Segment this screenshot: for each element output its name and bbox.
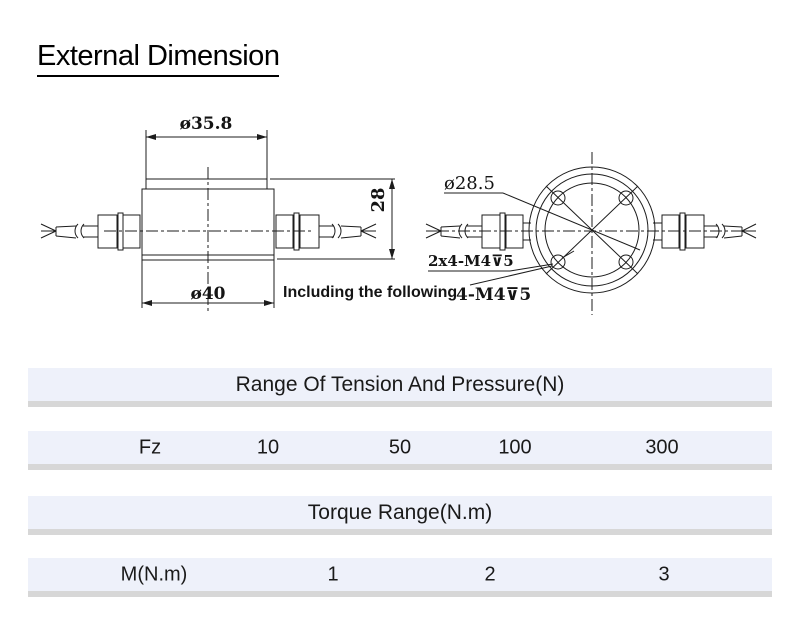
right-connector [275,212,377,251]
bolt-hole [618,190,634,206]
table-cell: 300 [645,436,679,458]
table-cell: Fz [138,436,162,458]
table-cell: 100 [498,436,532,458]
table-cell: 1 [327,563,339,585]
table-cell: 2 [484,563,496,585]
front-left-connector [425,212,531,251]
tension-pressure-header: Range Of Tension And Pressure(N) [235,372,565,396]
dim-height-label: 28 [368,187,389,212]
thread-callout-top: 2x4-M4⊽5 [428,250,575,272]
dim-top-diameter-label: ø35.8 [180,114,233,134]
thread-callout-bottom-label: 4-M4⊽5 [456,285,531,305]
side-view: ø35.8 [40,114,395,312]
dim-bottom-diameter: ø40 [141,260,275,308]
front-right-connector [653,212,757,251]
page-title: External Dimension [37,40,280,77]
bolt-hole [550,254,566,270]
left-connector [40,212,141,251]
dim-bolt-circle: ø28.5 [444,173,641,251]
bolt-hole [618,254,634,270]
dim-height: 28 [270,178,395,260]
bolt-hole [550,190,566,206]
thread-callout-top-label: 2x4-M4⊽5 [428,252,514,270]
table-cell: M(N.m) [120,563,188,585]
table-cell: 10 [256,436,280,458]
thread-callout-bottom: 4-M4⊽5 [456,265,553,305]
including-note: Including the following [283,284,457,301]
dimension-drawing: ø35.8 [40,114,757,315]
torque-header: Torque Range(N.m) [307,500,493,524]
table-cell: 50 [388,436,412,458]
front-view: ø28.5 [283,152,757,315]
page-title-text: External Dimension [37,40,280,77]
tension-pressure-data-row: Fz 10 50 100 300 [28,431,772,470]
dim-bolt-circle-label: ø28.5 [444,173,495,194]
tension-pressure-header-row: Range Of Tension And Pressure(N) [28,368,772,407]
dim-bottom-diameter-label: ø40 [191,284,226,304]
torque-header-row: Torque Range(N.m) [28,496,772,535]
table-cell: 3 [658,563,670,585]
dim-top-diameter: ø35.8 [145,114,268,177]
torque-data-row: M(N.m) 1 2 3 [28,558,772,597]
